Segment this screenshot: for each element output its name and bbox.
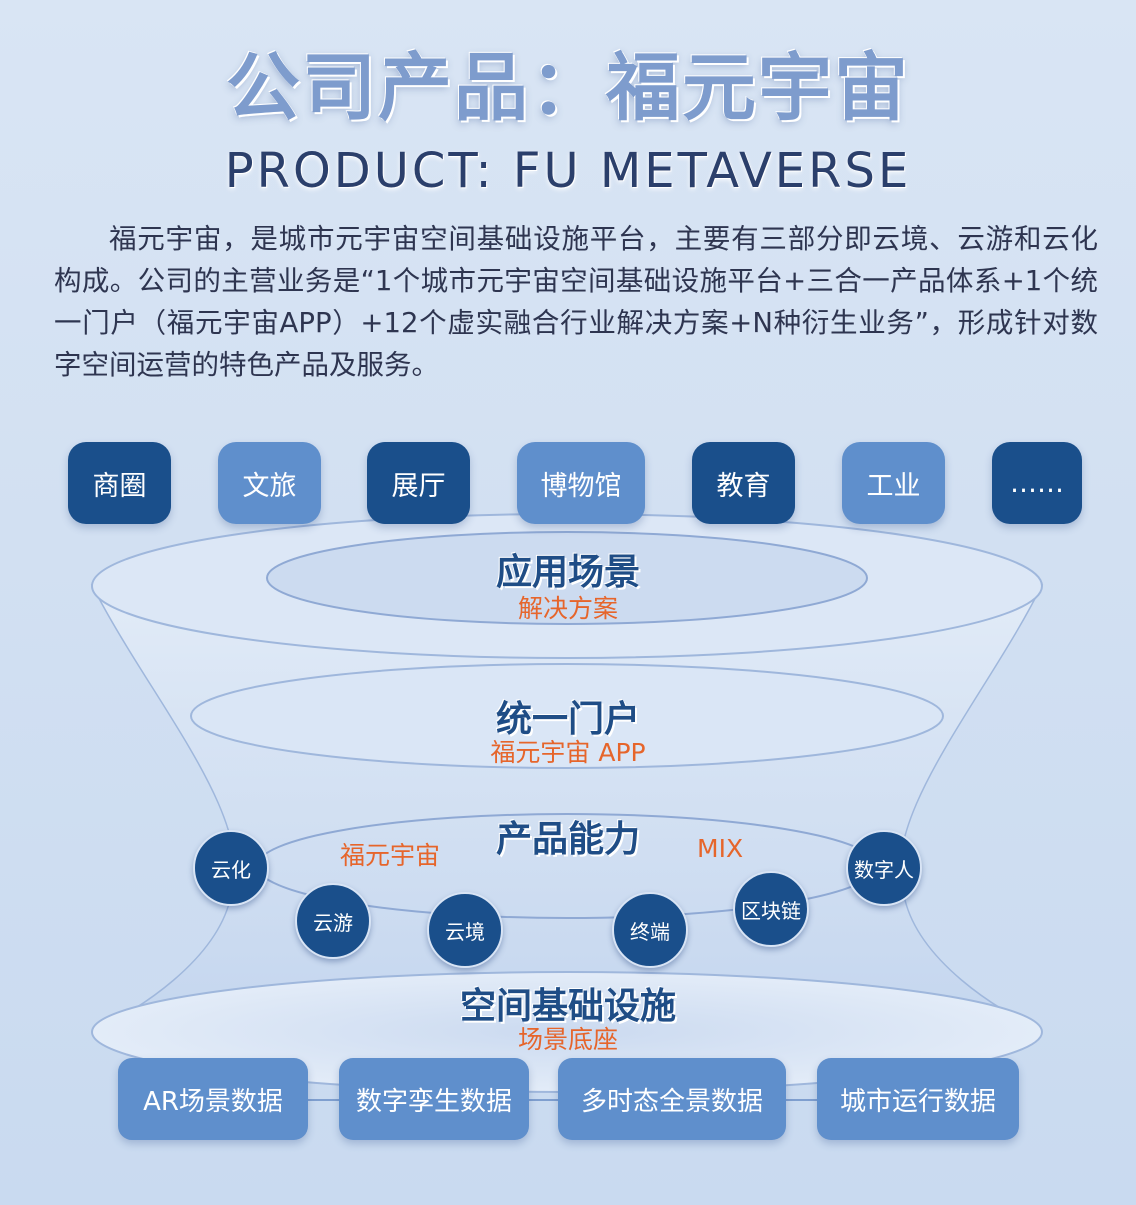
page-title: 公司产品：福元宇宙 xyxy=(226,45,910,131)
data-button-multi-temporal-panorama[interactable]: 多时态全景数据 xyxy=(558,1058,786,1140)
portal-ellipse xyxy=(190,663,944,769)
capability-node-blockchain[interactable]: 区块链 xyxy=(733,871,809,947)
portal-layer-sub: 福元宇宙 APP xyxy=(490,738,646,767)
capability-node-terminal[interactable]: 终端 xyxy=(612,892,688,968)
capability-node-cloudification[interactable]: 云化 xyxy=(193,830,269,906)
capability-left-label: 福元宇宙 xyxy=(340,841,441,870)
scenario-button-culture-tourism[interactable]: 文旅 xyxy=(218,442,321,524)
portal-layer-title: 统一门户 xyxy=(495,699,640,740)
infrastructure-layer-title: 空间基础设施 xyxy=(459,986,676,1027)
data-button-digital-twin[interactable]: 数字孪生数据 xyxy=(339,1058,529,1140)
data-button-city-operation[interactable]: 城市运行数据 xyxy=(817,1058,1019,1140)
infrastructure-layer-sub: 场景底座 xyxy=(517,1025,618,1054)
application-layer-title: 应用场景 xyxy=(495,552,640,593)
capability-right-label: MIX xyxy=(697,834,744,863)
application-layer-sub: 解决方案 xyxy=(517,594,618,623)
capability-layer-title: 产品能力 xyxy=(495,819,640,860)
page-subtitle: PRODUCT: FU METAVERSE xyxy=(224,143,912,199)
scenario-button-exhibition-hall[interactable]: 展厅 xyxy=(367,442,470,524)
capability-node-cloud-tour[interactable]: 云游 xyxy=(295,883,371,959)
scenario-button-business-district[interactable]: 商圈 xyxy=(68,442,171,524)
scenario-button-museum[interactable]: 博物馆 xyxy=(517,442,645,524)
data-button-ar-scene[interactable]: AR场景数据 xyxy=(118,1058,308,1140)
scenario-button-more[interactable]: …… xyxy=(992,442,1082,524)
application-inner-ellipse xyxy=(266,531,868,625)
scenario-button-education[interactable]: 教育 xyxy=(692,442,795,524)
scenario-button-industry[interactable]: 工业 xyxy=(842,442,945,524)
capability-node-cloud-realm[interactable]: 云境 xyxy=(427,892,503,968)
description-paragraph: 福元宇宙，是城市元宇宙空间基础设施平台，主要有三部分即云境、云游和云化构成。公司… xyxy=(54,223,1098,381)
capability-node-digital-human[interactable]: 数字人 xyxy=(846,830,922,906)
